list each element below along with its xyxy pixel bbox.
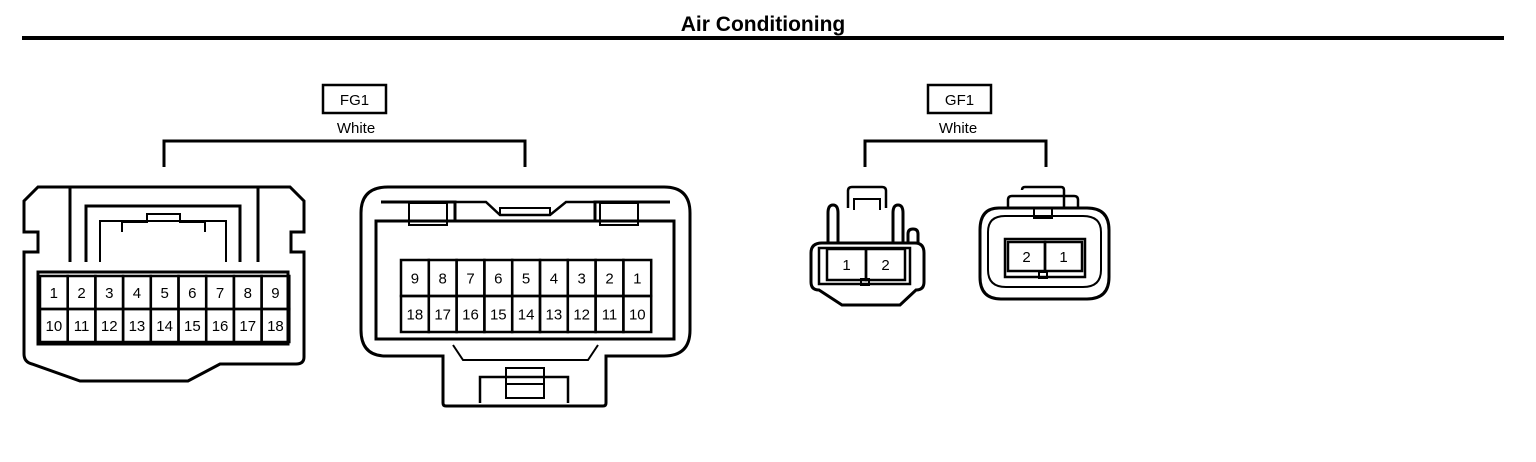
pin-number: 14 xyxy=(156,318,173,335)
pin-number: 15 xyxy=(184,318,201,335)
pin-number: 9 xyxy=(271,285,279,302)
pin-number: 4 xyxy=(550,271,558,288)
pin-number: 9 xyxy=(411,271,419,288)
pin-number: 16 xyxy=(212,318,229,335)
pin-number: 15 xyxy=(490,307,507,324)
pin-number: 2 xyxy=(605,271,613,288)
pin-number: 14 xyxy=(518,307,535,324)
connector-id-label: GF1 xyxy=(945,92,974,109)
pin-grid: 9 8 7 6 5 4 3 2 1 18 17 16 15 14 13 12 11 10 xyxy=(399,258,653,334)
pin-number: 18 xyxy=(407,307,424,324)
connector-color-label: White xyxy=(337,120,375,137)
pin-cell xyxy=(1043,240,1084,273)
pin-number: 6 xyxy=(494,271,502,288)
pin-number: 5 xyxy=(160,285,168,302)
pin-number: 1 xyxy=(1059,249,1067,266)
pin-cell xyxy=(864,247,907,282)
pin-number: 5 xyxy=(522,271,530,288)
pin-number: 13 xyxy=(546,307,563,324)
connector-id-box xyxy=(321,83,388,115)
pin-number: 12 xyxy=(573,307,590,324)
pin-cell xyxy=(260,307,291,344)
page-title: Air Conditioning xyxy=(681,13,845,36)
pin-number: 10 xyxy=(46,318,63,335)
connector-housing xyxy=(359,185,692,408)
connector-bracket xyxy=(863,139,1048,167)
pin-number: 17 xyxy=(434,307,451,324)
pin-number: 10 xyxy=(629,307,646,324)
connector-id-label: FG1 xyxy=(340,92,369,109)
pin-number: 1 xyxy=(50,285,58,302)
pin-number: 4 xyxy=(133,285,141,302)
pin-number: 2 xyxy=(1022,249,1030,266)
connector-id-box xyxy=(926,83,993,115)
connector-bracket xyxy=(162,139,527,167)
pin-number: 11 xyxy=(74,318,90,335)
connector-fg1: FG1 White xyxy=(22,83,692,408)
pin-number: 3 xyxy=(578,271,586,288)
connector-housing xyxy=(809,185,926,307)
pin-number: 12 xyxy=(101,318,118,335)
pin-number: 17 xyxy=(239,318,256,335)
pin-number: 1 xyxy=(633,271,641,288)
pin-number: 13 xyxy=(129,318,146,335)
pin-number: 1 xyxy=(842,257,850,274)
connector-gf1: GF1 White xyxy=(809,83,1111,307)
connector-housing xyxy=(978,185,1111,301)
pin-number: 7 xyxy=(216,285,224,302)
pin-cell xyxy=(622,294,653,334)
pin-number: 8 xyxy=(439,271,447,288)
pin-number: 2 xyxy=(881,257,889,274)
pin-number: 2 xyxy=(77,285,85,302)
pin-number: 8 xyxy=(244,285,252,302)
pin-number: 16 xyxy=(462,307,479,324)
pin-number: 11 xyxy=(602,307,618,324)
pin-number: 6 xyxy=(188,285,196,302)
pin-number: 18 xyxy=(267,318,284,335)
connector-color-label: White xyxy=(939,120,977,137)
title-rule xyxy=(22,36,1504,40)
pin-number: 3 xyxy=(105,285,113,302)
pin-number: 7 xyxy=(466,271,474,288)
